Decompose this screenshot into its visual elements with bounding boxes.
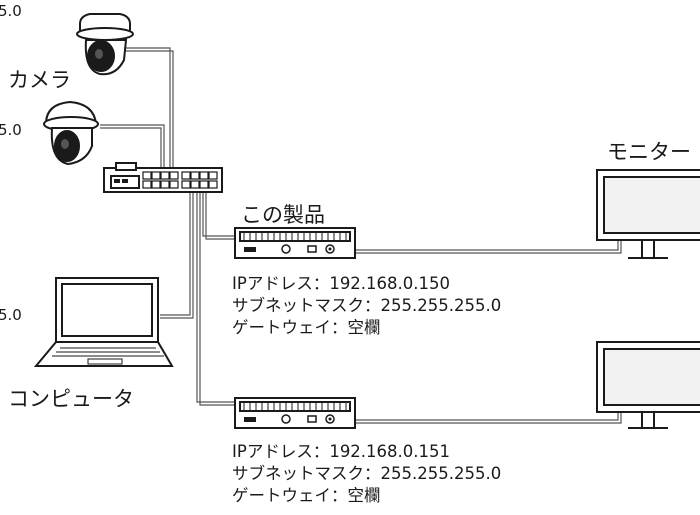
cable-decoder1 (202, 190, 235, 240)
decoder-2-gateway: ゲートウェイ：空欄 (232, 486, 381, 505)
cut-off-label-camera2: 5.0 (0, 121, 22, 139)
decoder-2-subnet: サブネットマスク：255.255.255.0 (232, 464, 502, 483)
monitor-label: モニター (607, 140, 691, 164)
camera-label: カメラ (8, 68, 71, 92)
decoder-1-icon (234, 227, 356, 259)
computer-label: コンピュータ (8, 387, 134, 411)
decoder-1-subnet: サブネットマスク：255.255.255.0 (232, 296, 502, 315)
monitor-1-icon (596, 169, 700, 259)
decoder-1-gateway: ゲートウェイ：空欄 (232, 318, 381, 337)
cable-computer (160, 190, 194, 319)
cut-off-label-computer: 5.0 (0, 306, 22, 324)
cable-monitor1 (355, 238, 622, 254)
cable-decoder2 (196, 190, 235, 406)
decoder-2-icon (234, 397, 356, 429)
camera-1-icon (76, 13, 134, 76)
product-label: この製品 (241, 203, 325, 227)
decoder-1-ip: IPアドレス：192.168.0.150 (232, 274, 451, 293)
camera-2-icon (43, 100, 99, 166)
network-switch-icon (103, 162, 223, 193)
monitor-2-icon (596, 341, 700, 429)
cable-camera2 (100, 124, 165, 172)
cables (100, 47, 622, 424)
decoder-2-ip: IPアドレス：192.168.0.151 (232, 442, 451, 461)
laptop-icon (33, 277, 174, 367)
cable-monitor2 (355, 408, 622, 424)
cut-off-label-top: 5.0 (0, 2, 22, 20)
